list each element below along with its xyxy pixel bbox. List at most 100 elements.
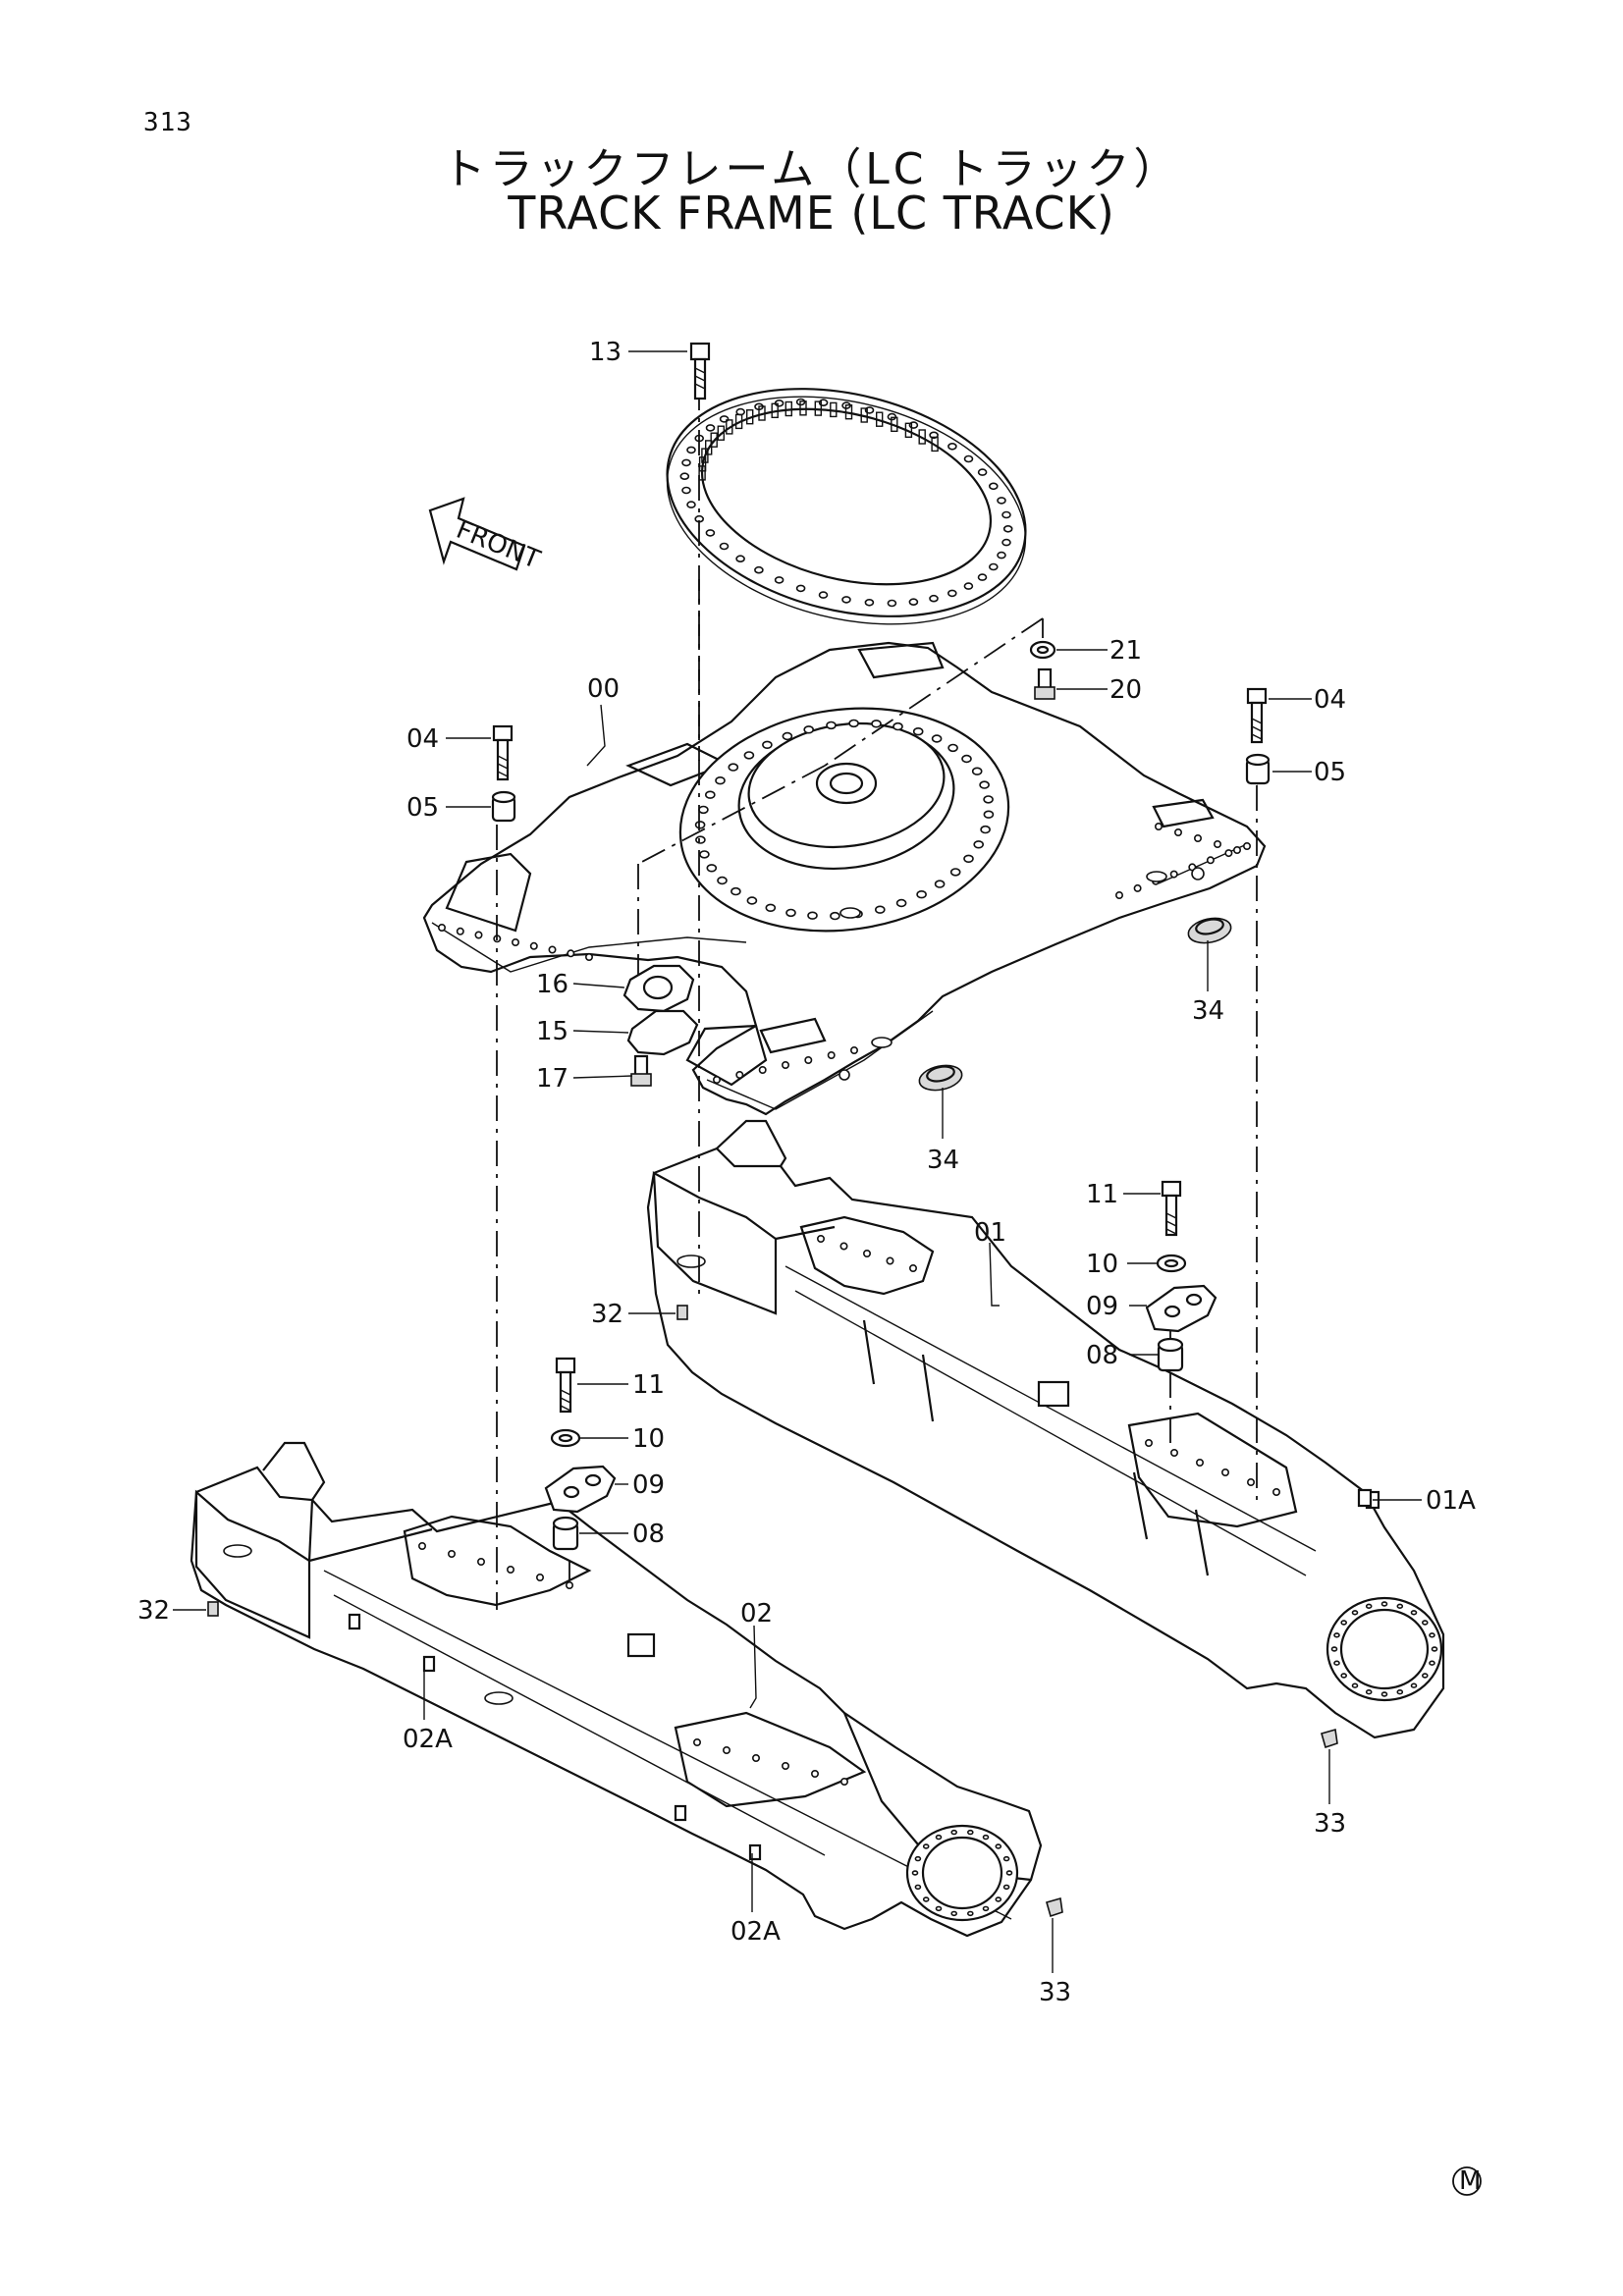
mount-bolt-hole xyxy=(912,726,924,736)
mount-bolt-hole xyxy=(980,825,991,834)
yoke-hole xyxy=(995,1896,1002,1902)
bearing-bolt-hole xyxy=(686,446,696,454)
washer-10-right xyxy=(1156,1254,1187,1273)
callout-32-left: 32 xyxy=(137,1596,170,1626)
bearing-bolt-hole xyxy=(705,529,716,537)
yoke-hole xyxy=(982,1834,990,1841)
callout-11-right: 11 xyxy=(1086,1180,1118,1209)
mount-bolt-hole xyxy=(762,740,773,749)
nameplate-01A xyxy=(1357,1488,1373,1508)
bearing-bolt-hole xyxy=(988,562,999,571)
yoke-hole xyxy=(1351,1610,1359,1616)
yoke-hole xyxy=(966,1910,974,1917)
bearing-bolt-hole xyxy=(864,598,875,607)
callout-32-right: 32 xyxy=(591,1300,623,1329)
gear-tooth xyxy=(904,422,913,438)
front-arrow-icon: FRONT xyxy=(428,497,544,575)
mount-bolt-hole xyxy=(765,903,777,912)
bearing-bolt-hole xyxy=(705,424,716,432)
frame-bolt-hole xyxy=(849,1046,858,1055)
mount-bolt-hole xyxy=(803,725,815,734)
gear-tooth xyxy=(814,400,822,416)
callout-33-right: 33 xyxy=(1314,1809,1346,1839)
mount-bolt-hole xyxy=(782,731,793,741)
frame-bolt-hole xyxy=(511,937,519,946)
gear-tooth xyxy=(784,400,792,417)
frame-bolt-hole xyxy=(456,927,464,935)
gear-tooth xyxy=(734,413,743,430)
pad-bolt-hole xyxy=(1196,1459,1205,1468)
bolt-11-left xyxy=(555,1357,576,1414)
mount-bolt-hole xyxy=(848,719,859,728)
yoke-hole xyxy=(966,1829,974,1836)
mount-bolt-hole xyxy=(704,790,716,799)
yoke-hole xyxy=(1333,1632,1340,1638)
yoke-hole xyxy=(1365,1603,1373,1610)
yoke-hole xyxy=(1410,1682,1418,1688)
yoke-hole xyxy=(1333,1660,1340,1666)
mount-bolt-hole xyxy=(979,780,990,789)
bearing-bolt-hole xyxy=(686,501,696,508)
frame-bolt-hole xyxy=(1214,839,1222,848)
mount-bolt-hole xyxy=(973,840,985,849)
gear-tooth xyxy=(758,405,766,421)
bearing-bolt-hole xyxy=(947,442,957,451)
yoke-hole xyxy=(922,1843,930,1849)
frame-bolt-hole xyxy=(529,941,538,950)
yoke-hole xyxy=(1431,1646,1438,1652)
pad-bolt-hole xyxy=(692,1738,701,1747)
mount-bolt-hole xyxy=(893,721,903,731)
callout-01A: 01A xyxy=(1426,1486,1476,1516)
pad-bolt-hole xyxy=(565,1581,573,1590)
bearing-bolt-hole xyxy=(997,497,1006,505)
pad-bolt-hole xyxy=(908,1264,917,1273)
mount-bolt-hole xyxy=(931,734,943,743)
mount-bolt-hole xyxy=(963,854,974,863)
mount-bolt-hole xyxy=(983,795,994,804)
mount-bolt-hole xyxy=(971,767,983,775)
pad-bolt-hole xyxy=(535,1574,544,1582)
pad-bolt-hole xyxy=(862,1250,871,1258)
frame-bolt-hole xyxy=(584,952,593,961)
yoke-hole xyxy=(982,1905,990,1912)
frame-bolt-hole xyxy=(1155,822,1163,830)
mount-bolt-hole xyxy=(934,880,946,888)
callout-17: 17 xyxy=(536,1064,568,1094)
title-japanese: トラックフレーム（LC トラック） xyxy=(442,144,1181,194)
gear-tooth xyxy=(860,407,868,423)
pad-bolt-hole xyxy=(751,1754,760,1763)
fitting-33-right xyxy=(1321,1728,1338,1749)
collar-05-left xyxy=(491,790,516,823)
pad-bolt-hole xyxy=(1145,1439,1154,1448)
yoke-hole xyxy=(1380,1691,1388,1697)
gasket-16 xyxy=(622,964,695,1013)
pad-bolt-hole xyxy=(1221,1468,1230,1477)
mount-bolt-hole xyxy=(895,898,907,908)
center-frame-00 xyxy=(422,641,1267,1116)
plate-09-left xyxy=(544,1465,617,1514)
gear-tooth xyxy=(918,429,926,445)
yoke-hole xyxy=(1422,1620,1429,1626)
bearing-bolt-hole xyxy=(774,576,784,584)
yoke-hole xyxy=(935,1905,943,1912)
mount-bolt-hole xyxy=(807,911,818,920)
bearing-bolt-hole xyxy=(929,594,939,603)
callout-08-right: 08 xyxy=(1086,1341,1118,1370)
pad-bolt-hole xyxy=(816,1235,825,1244)
callout-02A-right: 02A xyxy=(730,1917,781,1947)
callout-11-left: 11 xyxy=(632,1370,665,1400)
frame-bolt-hole xyxy=(567,949,575,958)
frame-bolt-hole xyxy=(1233,845,1242,854)
mount-bolt-hole xyxy=(706,864,718,873)
mount-bolt-hole xyxy=(830,911,840,921)
callout-05-left: 05 xyxy=(406,793,439,823)
bearing-bolt-hole xyxy=(977,468,988,476)
yoke-hole xyxy=(950,1910,958,1917)
callout-20: 20 xyxy=(1109,675,1142,705)
collar-05-right xyxy=(1245,753,1271,785)
washer-10-left xyxy=(550,1428,581,1448)
frame-bolt-hole xyxy=(1194,833,1203,842)
bearing-bolt-hole xyxy=(908,598,919,607)
frame-bolt-hole xyxy=(1243,841,1252,850)
callout-02: 02 xyxy=(740,1599,773,1629)
